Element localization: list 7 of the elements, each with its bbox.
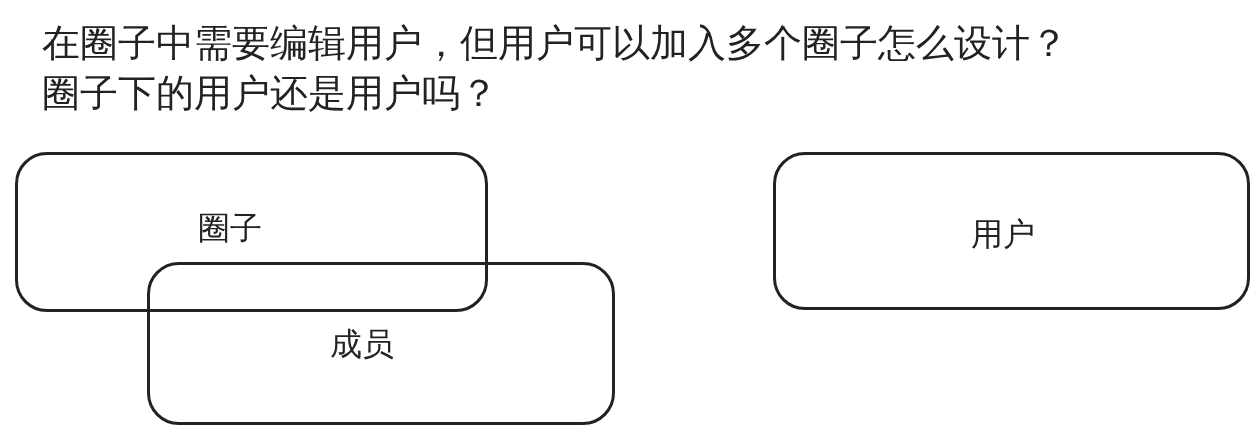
rounded-box — [773, 152, 1250, 310]
box-label: 用户 — [971, 214, 1035, 255]
rounded-box — [147, 262, 615, 425]
title: 在圈子中需要编辑用户，但用户可以加入多个圈子怎么设计？圈子下的用户还是用户吗？ — [42, 20, 1069, 117]
box-label: 成员 — [330, 324, 394, 365]
rounded-box — [15, 152, 488, 312]
box-label: 圈子 — [198, 208, 262, 249]
